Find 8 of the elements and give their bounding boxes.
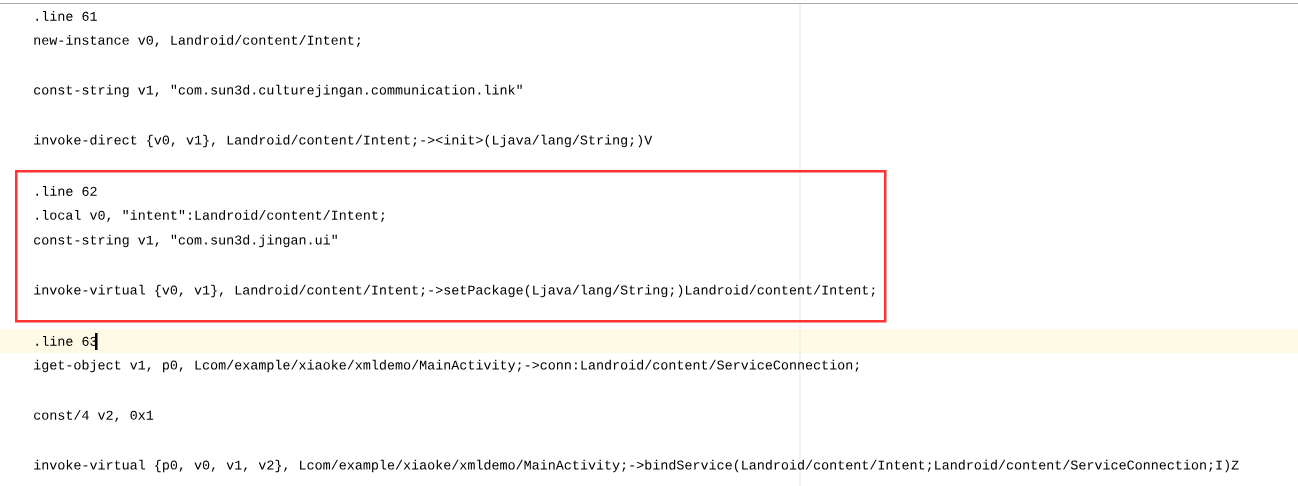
code-line: invoke-virtual {p0, v0, v1, v2}, Lcom/example/xiaoke/xmldemo/MainActivity;->bindService(Landroid/content/Intent;Landroid/content/ServiceConnection;I)Z [34,459,1239,473]
code-line: const/4 v2, 0x1 [34,409,154,423]
code-line: const-string v1, "com.sun3d.culturejingan.communication.link" [34,84,522,98]
code-line: iget-object v1, p0, Lcom/example/xiaoke/xmldemo/MainActivity;->conn:Landroid/content/ServiceConnection; [34,359,859,373]
code-line: invoke-direct {v0, v1}, Landroid/content/Intent;-><init>(Ljava/lang/String;)V [34,134,653,148]
code-line: .line 61 [36,11,97,21]
highlight-box: .line 62 .local v0, "intent":Landroid/content/Intent; const-string v1, "com.sun3d.jingan.ui" invoke-virtual {v0, v1}, Landroid/content/Intent;->setPackage(Ljava/lang/String;)Landroid/content/Intent; [15,170,887,323]
code-line: new-instance v0, Landroid/content/Intent; [34,34,360,48]
